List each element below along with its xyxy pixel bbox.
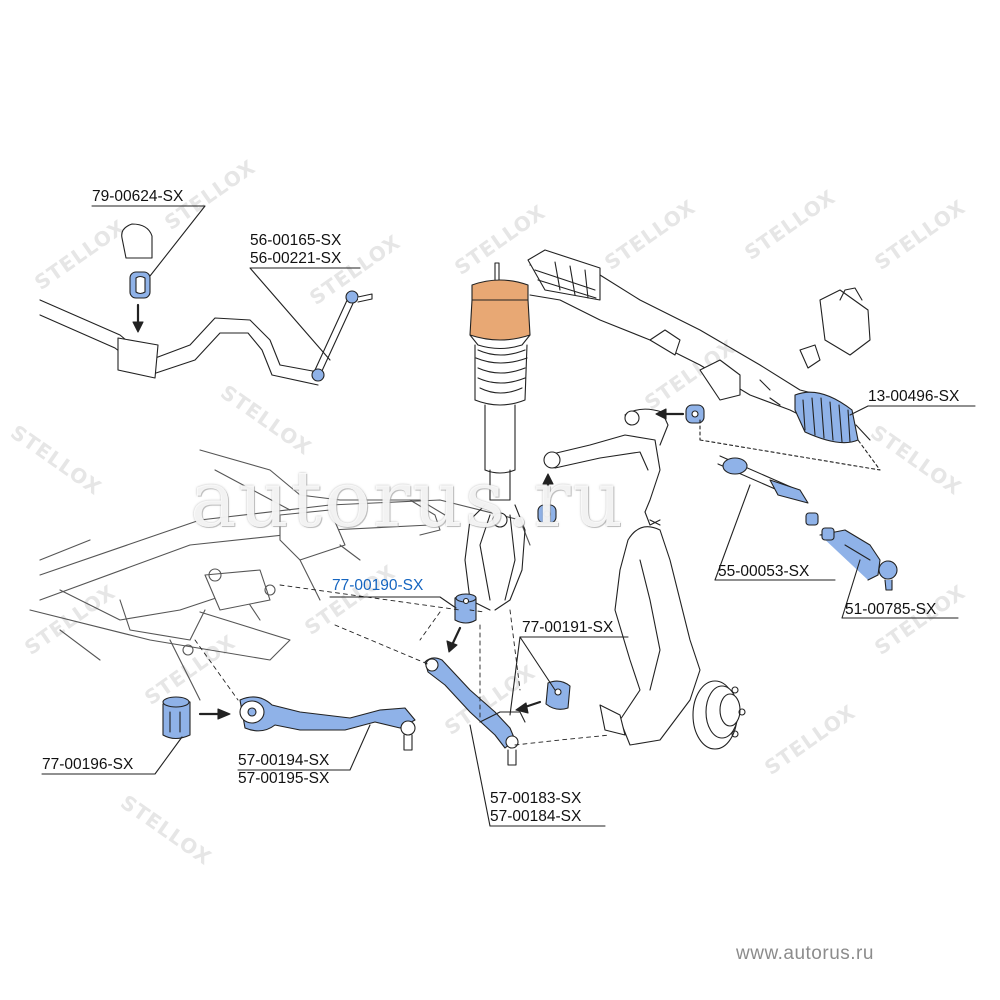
label-57-00195[interactable]: 57-00195-SX	[238, 770, 330, 787]
inner-tie-rod	[717, 455, 819, 526]
lower-control-arm	[424, 657, 526, 766]
label-57-00183[interactable]: 57-00183-SX	[490, 790, 582, 807]
stabilizer-bar	[39, 299, 319, 386]
lower-arm-bushing-rear	[545, 680, 571, 710]
steering-rack	[527, 249, 871, 444]
strut-assembly	[464, 262, 531, 611]
label-77-00190[interactable]: 77-00190-SX	[332, 577, 424, 594]
label-56-00221[interactable]: 56-00221-SX	[250, 250, 342, 267]
label-79-00624[interactable]: 79-00624-SX	[92, 188, 184, 205]
upper-arm-bushing	[537, 404, 705, 524]
wheel-hub	[692, 680, 746, 750]
thrust-arm	[239, 696, 416, 751]
stabilizer-bushing	[121, 223, 153, 299]
label-77-00191[interactable]: 77-00191-SX	[522, 619, 614, 636]
label-13-00496[interactable]: 13-00496-SX	[868, 388, 960, 405]
footer-url: www.autorus.ru	[736, 943, 874, 964]
label-77-00196[interactable]: 77-00196-SX	[42, 756, 134, 773]
thrust-arm-bushing	[162, 696, 191, 740]
label-57-00194[interactable]: 57-00194-SX	[238, 752, 330, 769]
front-subframe	[29, 449, 531, 701]
label-55-00053[interactable]: 55-00053-SX	[718, 563, 810, 580]
label-51-00785[interactable]: 51-00785-SX	[845, 601, 937, 618]
lower-arm-bushing-front	[454, 593, 477, 624]
upper-control-arm	[543, 408, 669, 526]
label-57-00184[interactable]: 57-00184-SX	[490, 808, 582, 825]
label-56-00165[interactable]: 56-00165-SX	[250, 232, 342, 249]
outer-tie-rod-end	[819, 527, 898, 591]
steering-knuckle	[599, 519, 701, 746]
stabilizer-link	[311, 290, 373, 382]
site-watermark: autorus.ru	[190, 455, 625, 545]
